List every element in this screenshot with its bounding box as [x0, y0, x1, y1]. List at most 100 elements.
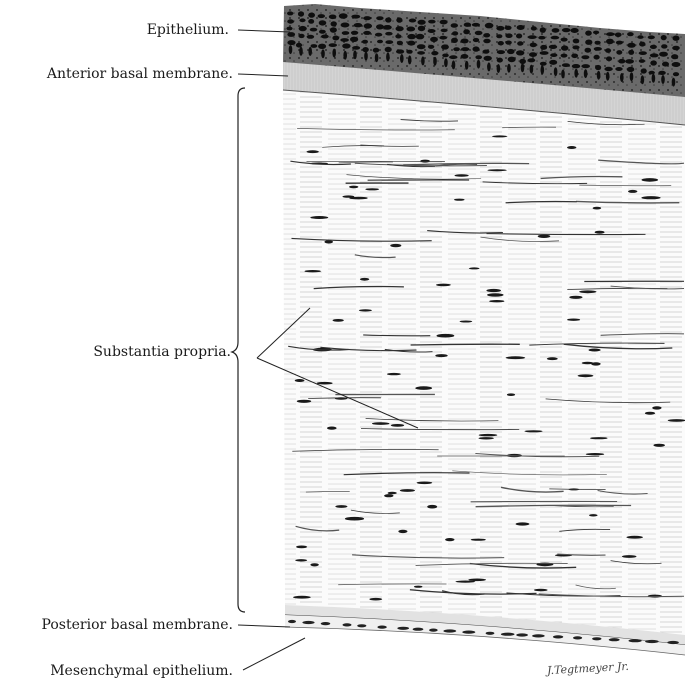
epithelial-nucleus [351, 31, 358, 35]
epithelial-nucleus [442, 54, 449, 58]
mesenchymal-nucleus [343, 623, 352, 626]
epithelial-nucleus [477, 60, 481, 69]
epithelial-nucleus [529, 52, 537, 57]
epithelial-nucleus [310, 28, 317, 32]
epithelial-nucleus [672, 62, 681, 67]
epithelial-nucleus [627, 67, 634, 72]
epithelial-nucleus [428, 29, 436, 33]
leader-line-epithelium [238, 30, 290, 32]
label-mesenchymal-epithelium: Mesenchymal epithelium. [50, 663, 233, 679]
mesenchymal-nucleus [397, 627, 409, 630]
stromal-cell [593, 207, 602, 210]
epithelial-nucleus [550, 53, 557, 57]
leader-line-posterior-basal-membrane [238, 625, 290, 627]
epithelial-nucleus [508, 57, 516, 63]
substantia-propria-layer [283, 80, 685, 635]
mesenchymal-nucleus [413, 628, 424, 631]
epithelial-nucleus [319, 20, 327, 25]
epithelial-nucleus [451, 23, 458, 28]
mesenchymal-nucleus [357, 624, 366, 627]
epithelial-nucleus [530, 65, 534, 74]
epithelial-nucleus [662, 62, 669, 67]
epithelial-nucleus [472, 23, 480, 27]
stromal-cell [317, 382, 333, 385]
mesenchymal-nucleus [501, 633, 515, 636]
mesenchymal-nucleus [667, 641, 679, 644]
label-anterior-basal-membrane: Anterior basal membrane. [47, 66, 233, 82]
epithelial-nucleus [483, 33, 490, 37]
epithelial-nucleus [330, 27, 337, 33]
epithelial-nucleus [571, 54, 578, 59]
stromal-cell [468, 579, 486, 582]
epithelial-nucleus [352, 46, 360, 50]
stromal-cell [626, 536, 643, 539]
epithelial-nucleus [417, 51, 425, 55]
epithelial-nucleus [373, 48, 380, 53]
epithelial-nucleus [648, 35, 655, 39]
mesenchymal-nucleus [553, 635, 563, 638]
epithelial-nucleus [606, 39, 614, 45]
epithelial-nucleus [473, 46, 480, 51]
epithelial-nucleus [308, 13, 315, 18]
epithelial-nucleus [409, 19, 416, 23]
epithelial-nucleus [595, 41, 601, 45]
mesenchymal-nucleus [321, 622, 331, 625]
stromal-cell [488, 169, 507, 171]
stromal-cell [628, 190, 637, 193]
epithelial-nucleus [497, 64, 501, 73]
epithelial-nucleus [650, 60, 657, 65]
stromal-cell [310, 563, 318, 566]
epithelial-nucleus [507, 49, 515, 54]
epithelial-nucleus [449, 55, 457, 59]
epithelial-nucleus [496, 34, 502, 38]
epithelial-nucleus [376, 24, 384, 29]
stromal-cell [359, 309, 372, 311]
stromal-cell [642, 178, 659, 182]
epithelial-nucleus [376, 16, 383, 20]
epithelial-nucleus [400, 54, 404, 63]
epithelial-nucleus [321, 35, 329, 39]
epithelial-nucleus [461, 54, 469, 59]
epithelial-nucleus [364, 23, 372, 28]
epithelial-nucleus [329, 43, 337, 47]
epithelial-nucleus [407, 34, 416, 39]
epithelial-nucleus [620, 73, 624, 82]
stromal-cell [437, 334, 455, 338]
epithelial-nucleus [658, 71, 665, 75]
epithelial-nucleus [561, 70, 565, 79]
stromal-cell [297, 400, 311, 403]
epithelial-nucleus [661, 35, 667, 40]
stromal-cell [641, 196, 660, 199]
epithelial-nucleus [287, 40, 295, 45]
stromal-cell [579, 290, 596, 293]
stromal-cell [538, 235, 551, 238]
stromal-cell [479, 434, 498, 436]
epithelial-nucleus [353, 50, 357, 59]
epithelial-nucleus [540, 62, 547, 66]
mesenchymal-nucleus [377, 626, 386, 629]
epithelial-nucleus [594, 55, 600, 60]
stromal-cell [345, 517, 364, 521]
stromal-cell [435, 354, 447, 357]
stromal-cell [293, 596, 311, 599]
epithelial-nucleus [431, 51, 438, 55]
epithelial-nucleus [433, 57, 437, 66]
epithelial-nucleus [385, 17, 391, 22]
stromal-cell [547, 357, 558, 360]
epithelial-nucleus [375, 33, 382, 37]
stromal-cell [507, 393, 515, 396]
stromal-cell [305, 270, 321, 272]
epithelial-nucleus [517, 41, 523, 45]
mesenchymal-nucleus [288, 620, 296, 623]
mesenchymal-nucleus [429, 629, 438, 632]
stromal-cell [668, 419, 685, 422]
epithelial-nucleus [418, 20, 426, 25]
stromal-cell [296, 546, 307, 549]
epithelial-nucleus [639, 59, 645, 63]
mesenchymal-nucleus [629, 639, 642, 642]
stromal-cell [471, 539, 486, 541]
epithelial-nucleus [517, 25, 525, 30]
epithelial-nucleus [604, 67, 612, 71]
epithelial-nucleus [307, 35, 315, 39]
epithelial-nucleus [289, 45, 293, 54]
